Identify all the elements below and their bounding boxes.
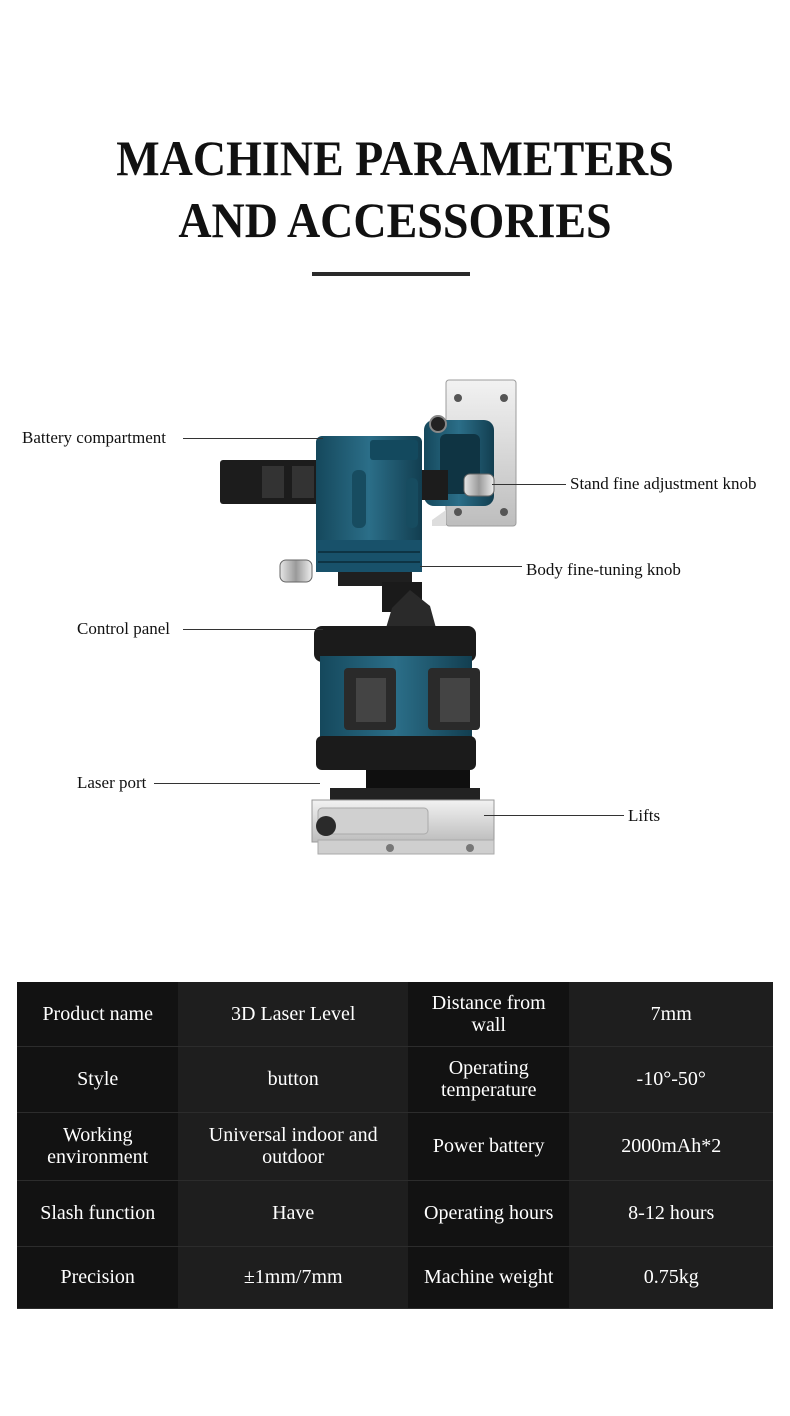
leader-control-panel: [183, 629, 323, 630]
laser-head: [314, 626, 480, 788]
spec-label: Power battery: [408, 1112, 570, 1181]
callout-stand-knob: Stand fine adjustment knob: [570, 474, 757, 493]
leader-stand-knob: [492, 484, 566, 485]
spec-label: Precision: [17, 1246, 179, 1309]
mount-arm: [220, 460, 448, 504]
spec-label: Operating temperature: [408, 1046, 570, 1113]
spec-value: Universal indoor and outdoor: [178, 1112, 409, 1181]
lift-base: [311, 788, 495, 855]
battery-compartment: [316, 436, 422, 586]
spec-label: Working environment: [17, 1112, 179, 1181]
laser-level-product-image: [220, 379, 517, 855]
spec-value: 7mm: [569, 982, 773, 1047]
table-row: Product name 3D Laser Level Distance fro…: [17, 982, 773, 1047]
leader-body-knob: [420, 566, 522, 567]
table-row: Working environment Universal indoor and…: [17, 1112, 773, 1181]
spec-value: 3D Laser Level: [178, 982, 409, 1047]
spec-label: Product name: [17, 982, 179, 1047]
spec-value: -10°-50°: [569, 1046, 773, 1113]
stand-knob: [463, 473, 495, 497]
table-row: Slash function Have Operating hours 8-12…: [17, 1180, 773, 1247]
spec-label: Operating hours: [408, 1180, 570, 1247]
spec-label: Machine weight: [408, 1246, 570, 1309]
callout-laser-port: Laser port: [77, 773, 147, 792]
spec-value: ±1mm/7mm: [178, 1246, 409, 1309]
page-title-line-1: MACHINE PARAMETERS: [116, 130, 674, 186]
callout-control-panel: Control panel: [77, 619, 171, 638]
spec-value: 8-12 hours: [569, 1180, 773, 1247]
spec-value: button: [178, 1046, 409, 1113]
spec-table: Product name 3D Laser Level Distance fro…: [17, 982, 773, 1309]
tilt-joint: [382, 582, 436, 628]
spec-value: Have: [178, 1180, 409, 1247]
leader-lifts: [484, 815, 624, 816]
page-title-line-2: AND ACCESSORIES: [178, 192, 612, 248]
callout-body-knob: Body fine-tuning knob: [526, 560, 681, 579]
callout-lifts: Lifts: [628, 806, 661, 825]
spec-label: Distance from wall: [408, 982, 570, 1047]
spec-label: Slash function: [17, 1180, 179, 1247]
callout-battery-compartment: Battery compartment: [22, 428, 166, 447]
spec-label: Style: [17, 1046, 179, 1113]
table-row: Precision ±1mm/7mm Machine weight 0.75kg: [17, 1246, 773, 1309]
spec-value: 0.75kg: [569, 1246, 773, 1309]
table-row: Style button Operating temperature -10°-…: [17, 1046, 773, 1113]
leader-laser-port: [154, 783, 320, 784]
leader-battery-compartment: [183, 438, 323, 439]
spec-value: 2000mAh*2: [569, 1112, 773, 1181]
title-divider: [312, 272, 470, 276]
body-knob: [279, 559, 313, 583]
